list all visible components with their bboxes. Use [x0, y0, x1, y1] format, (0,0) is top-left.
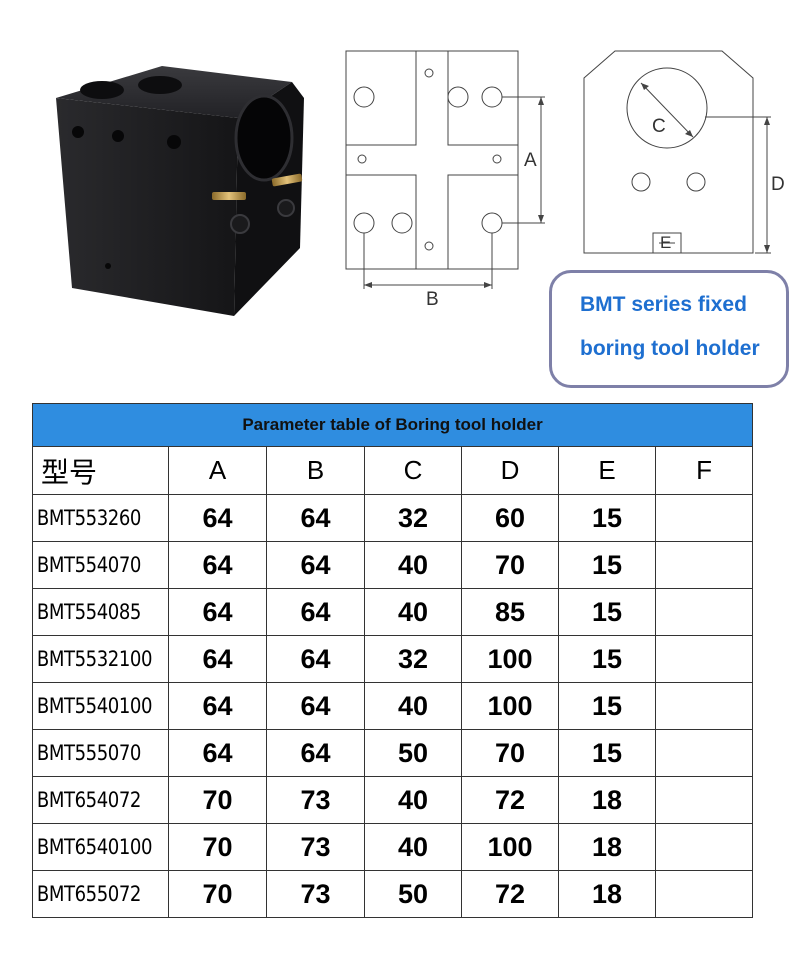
cell-e: 15: [558, 729, 656, 777]
tool-holder-photo: [56, 66, 304, 316]
cell-d: 100: [461, 635, 559, 683]
callout-line-2: boring tool holder: [580, 337, 760, 360]
cell-d: 100: [461, 823, 559, 871]
cell-b: 64: [266, 682, 365, 730]
cell-model: BMT6540100: [32, 823, 152, 871]
table-header-row: 型号 A B C D E F: [32, 446, 754, 495]
cell-e: 18: [558, 870, 656, 918]
cell-model: BMT553260: [32, 494, 150, 542]
cell-b: 64: [266, 588, 365, 636]
cell-a: 64: [168, 541, 267, 589]
cell-f: [654, 682, 754, 730]
header-d: D: [461, 446, 559, 495]
cell-c: 40: [364, 588, 462, 636]
cell-b: 64: [266, 635, 365, 683]
cell-d: 72: [461, 776, 559, 824]
cell-a: 64: [168, 729, 267, 777]
cell-a: 70: [168, 776, 267, 824]
dimension-e-label: E: [660, 233, 671, 252]
cell-a: 64: [168, 635, 267, 683]
cell-f: [654, 776, 754, 824]
header-a: A: [168, 446, 267, 495]
cell-b: 73: [266, 870, 365, 918]
header-e: E: [558, 446, 656, 495]
cell-f: [654, 870, 754, 918]
cell-d: 70: [461, 541, 559, 589]
side-view-drawing: C D E: [583, 50, 785, 254]
cell-a: 70: [168, 870, 267, 918]
cell-f: [654, 823, 754, 871]
cell-f: [654, 635, 754, 683]
cell-e: 15: [558, 682, 656, 730]
table-title: Parameter table of Boring tool holder: [31, 403, 754, 447]
cell-c: 32: [364, 494, 462, 542]
cell-c: 40: [364, 541, 462, 589]
cell-d: 72: [461, 870, 559, 918]
cell-e: 15: [558, 494, 656, 542]
cell-c: 40: [364, 823, 462, 871]
cell-b: 64: [266, 494, 365, 542]
cell-d: 60: [461, 494, 559, 542]
cell-c: 32: [364, 635, 462, 683]
cell-model: BMT5540100: [32, 682, 152, 730]
cell-b: 73: [266, 776, 365, 824]
header-c: C: [364, 446, 462, 495]
dimension-d-label: D: [771, 174, 785, 195]
callout-line-1: BMT series fixed: [580, 293, 747, 316]
cell-e: 15: [558, 635, 656, 683]
cell-e: 18: [558, 823, 656, 871]
cell-model: BMT655072: [32, 870, 150, 918]
cell-f: [654, 729, 754, 777]
cell-d: 85: [461, 588, 559, 636]
cell-e: 18: [558, 776, 656, 824]
cell-b: 64: [266, 729, 365, 777]
cell-model: BMT554070: [32, 541, 150, 589]
header-b: B: [266, 446, 365, 495]
dimension-b-label: B: [426, 289, 439, 310]
cell-f: [654, 541, 754, 589]
cell-a: 70: [168, 823, 267, 871]
cell-model: BMT654072: [32, 776, 150, 824]
cell-d: 100: [461, 682, 559, 730]
cell-f: [654, 588, 754, 636]
cell-a: 64: [168, 682, 267, 730]
cell-c: 50: [364, 870, 462, 918]
cell-c: 40: [364, 776, 462, 824]
parameter-table: Parameter table of Boring tool holder 型号…: [31, 403, 754, 918]
series-callout: BMT series fixed boring tool holder: [549, 270, 789, 388]
cell-b: 73: [266, 823, 365, 871]
cell-a: 64: [168, 588, 267, 636]
cell-d: 70: [461, 729, 559, 777]
front-view-drawing: A B: [345, 50, 545, 310]
cell-model: BMT555070: [32, 729, 150, 777]
cell-c: 40: [364, 682, 462, 730]
dimension-a-label: A: [524, 150, 537, 171]
header-model: 型号: [32, 446, 169, 495]
cell-c: 50: [364, 729, 462, 777]
cell-f: [654, 494, 754, 542]
header-f: F: [654, 446, 754, 495]
cell-e: 15: [558, 541, 656, 589]
cell-model: BMT554085: [32, 588, 150, 636]
dimension-c-label: C: [652, 116, 666, 137]
cell-b: 64: [266, 541, 365, 589]
cell-a: 64: [168, 494, 267, 542]
cell-model: BMT5532100: [32, 635, 152, 683]
cell-e: 15: [558, 588, 656, 636]
